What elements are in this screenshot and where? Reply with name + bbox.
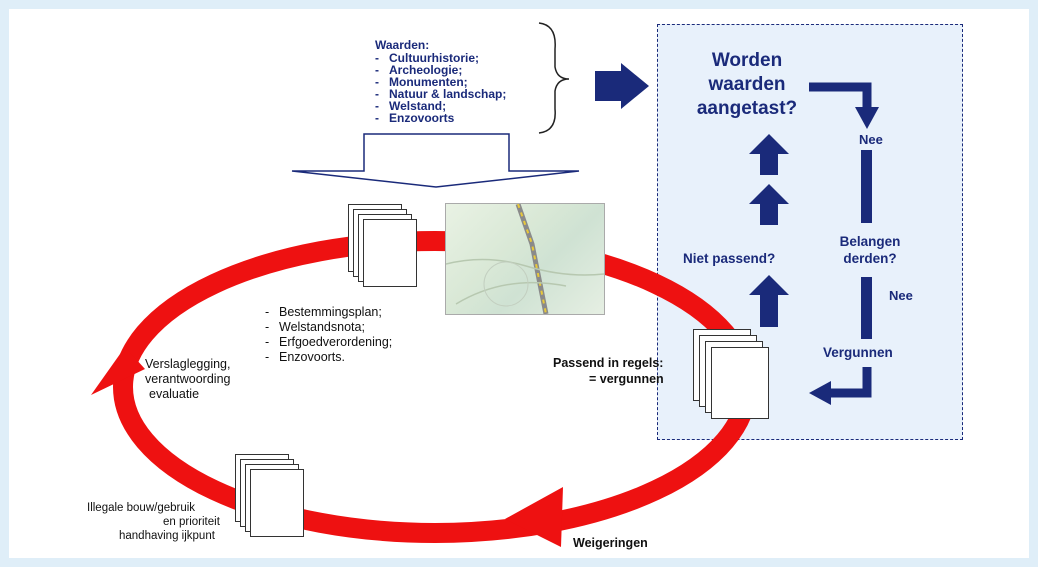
illegal-line1: Illegale bouw/gebruik — [87, 502, 196, 514]
refusals-label: Weigeringen — [573, 536, 648, 550]
cycle-arrow-bottom-icon — [505, 487, 563, 547]
reporting-line3: evaluatie — [149, 387, 200, 401]
values-item: Monumenten; — [375, 76, 506, 88]
map-lines-icon — [446, 204, 604, 314]
elbow-arrow-bottom-head-icon — [809, 381, 831, 405]
third-party-question: Belangen derden? — [839, 234, 901, 266]
up-arrow-2-icon — [749, 184, 789, 225]
elbow-arrow-top-head-icon — [855, 107, 879, 129]
values-item: Archeologie; — [375, 64, 506, 76]
document-stack-top-icon — [348, 204, 418, 290]
connector-bar-2 — [861, 277, 872, 339]
no-label-1: Nee — [859, 132, 883, 147]
policy-list: Bestemmingsplan; Welstandsnota; Erfgoedv… — [265, 305, 392, 365]
cycle-arrow-left-icon — [91, 347, 145, 395]
values-funnel-arrow-icon — [291, 133, 580, 188]
illegal-line2: en prioriteit — [163, 516, 220, 528]
document-stack-bottom-icon — [235, 454, 305, 540]
reporting-line2: verantwoording — [145, 372, 231, 386]
policy-item: Welstandsnota; — [265, 320, 392, 335]
up-arrow-3-icon — [749, 275, 789, 327]
values-item: Cultuurhistorie; — [375, 52, 506, 64]
illegal-line3: handhaving ijkpunt — [119, 530, 215, 542]
policy-item: Bestemmingsplan; — [265, 305, 392, 320]
policy-item: Erfgoedverordening; — [265, 335, 392, 350]
elbow-arrow-bottom — [829, 367, 872, 398]
elbow-arrow-top — [809, 82, 872, 111]
connector-bar-1 — [861, 150, 872, 223]
values-block: Waarden: Cultuurhistorie; Archeologie; M… — [375, 38, 506, 125]
cycle-ring — [113, 231, 757, 543]
document-stack-right-icon — [693, 329, 773, 421]
values-title: Waarden: — [375, 38, 430, 52]
reporting-line1: Verslaglegging, — [145, 357, 231, 371]
values-list: Cultuurhistorie; Archeologie; Monumenten… — [375, 52, 506, 124]
no-label-2: Nee — [889, 288, 913, 303]
fits-rules-line2: = vergunnen — [589, 372, 664, 386]
not-fitting-label: Niet passend? — [683, 251, 776, 266]
fits-rules-line1: Passend in regels: — [553, 356, 664, 370]
big-right-arrow-icon — [595, 63, 649, 109]
map-image — [445, 203, 605, 315]
values-item: Welstand; — [375, 100, 506, 112]
question-values: Worden waarden aangetast? — [696, 50, 798, 119]
brace-icon — [538, 22, 570, 134]
up-arrow-1-icon — [749, 134, 789, 175]
cycle-svg — [91, 22, 879, 547]
permit-label: Vergunnen — [823, 345, 893, 360]
values-item: Enzovoorts — [375, 112, 506, 124]
policy-item: Enzovoorts. — [265, 350, 392, 365]
diagram-canvas: Waarden: Cultuurhistorie; Archeologie; M… — [9, 9, 1029, 558]
values-item: Natuur & landschap; — [375, 88, 506, 100]
